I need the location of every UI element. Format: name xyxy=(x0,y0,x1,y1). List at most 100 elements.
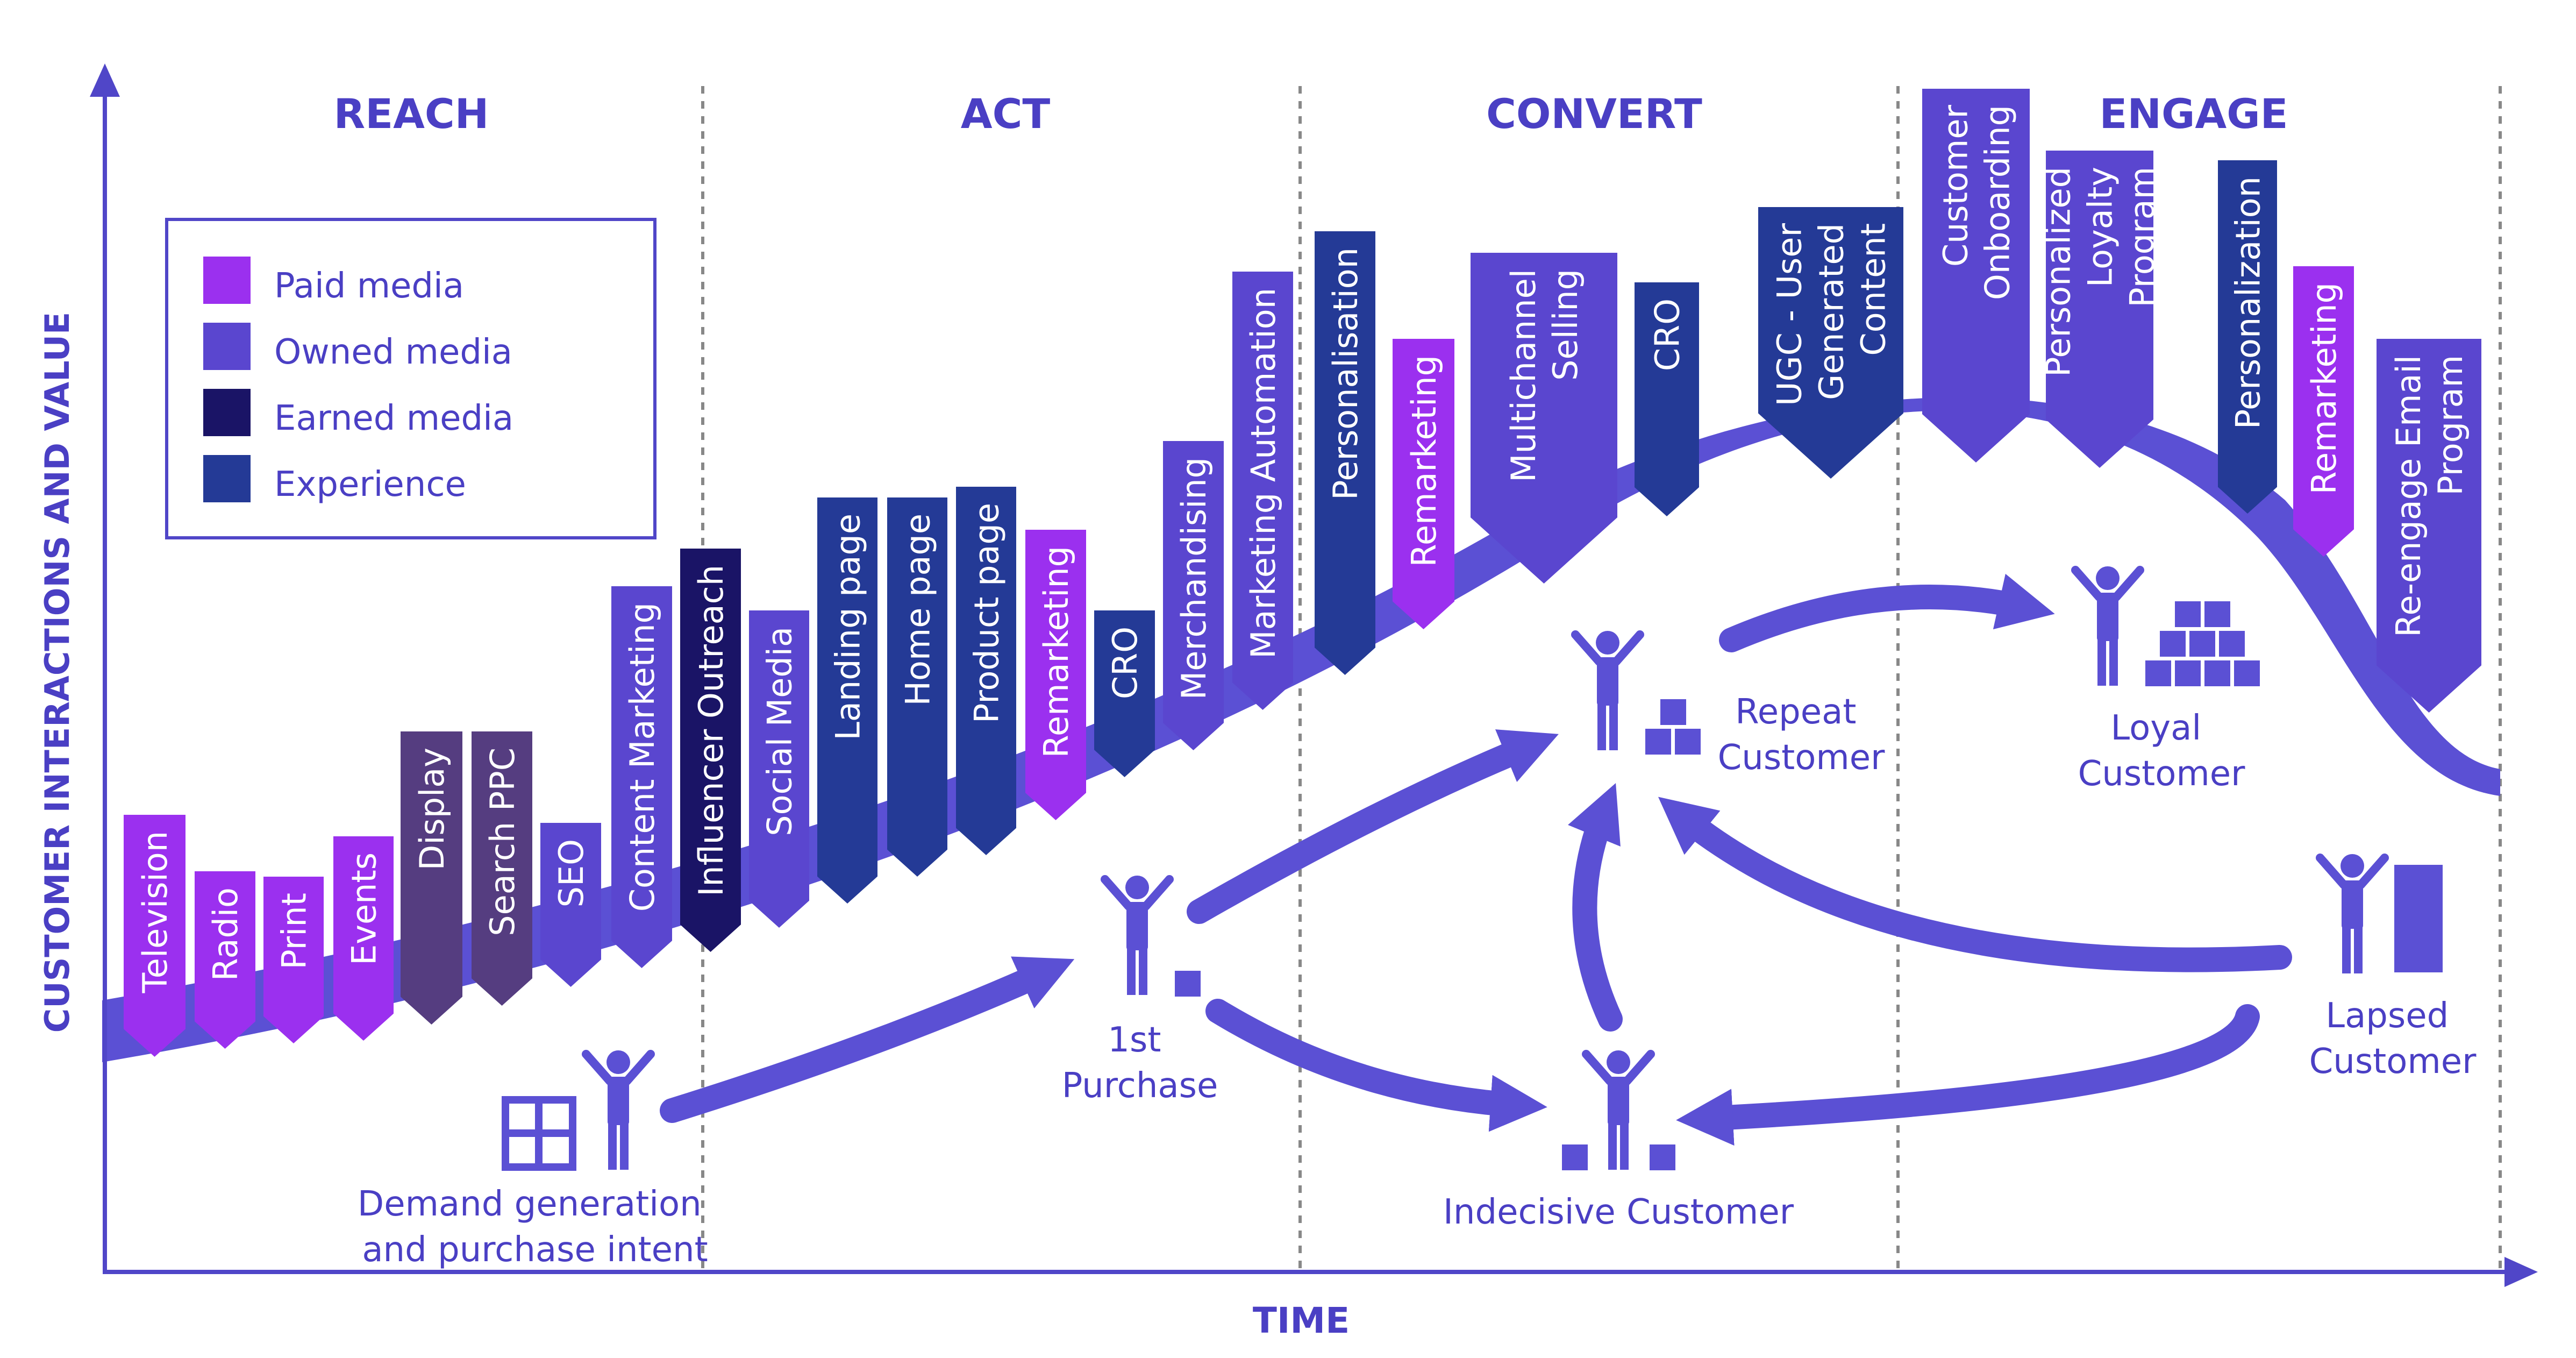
touchpoint-label-line: Home page xyxy=(898,514,937,706)
stage-title-act: ACT xyxy=(961,90,1051,138)
arrow-first-to-repeat xyxy=(1187,729,1559,924)
touchpoint-flag-shape xyxy=(540,823,601,987)
touchpoint-label-line: Landing page xyxy=(828,514,867,741)
touchpoint-label: Landing page xyxy=(828,514,867,741)
persona-demand-label: Demand generation and purchase intent xyxy=(358,1184,712,1270)
persona-repeat-line: Repeat xyxy=(1735,692,1856,732)
touchpoint-flag-shape xyxy=(2218,160,2277,514)
touchpoint-label: UGC - UserGeneratedContent xyxy=(1769,223,1893,406)
touchpoint-flag: Home page xyxy=(887,497,947,877)
flow-arrows xyxy=(660,573,2292,1146)
legend-item-earned: Earned media xyxy=(203,389,513,438)
touchpoint-label: Remarketing xyxy=(1404,355,1444,567)
persona-repeat: Repeat Customer xyxy=(1571,630,1886,778)
person-icon xyxy=(1101,875,1174,995)
persona-indecisive: Indecisive Customer xyxy=(1443,1050,1794,1232)
legend-label-experience: Experience xyxy=(274,465,466,504)
touchpoint-flag-shape xyxy=(1094,610,1155,777)
x-axis-arrowhead xyxy=(2504,1257,2538,1287)
touchpoint-flag: UGC - UserGeneratedContent xyxy=(1758,207,1903,479)
legend-swatch-owned xyxy=(203,323,251,370)
touchpoint-label-line: SEO xyxy=(552,839,591,907)
touchpoint-flag: Search PPC xyxy=(472,731,532,1006)
persona-first-line: Purchase xyxy=(1062,1066,1218,1106)
stage-title-engage: ENGAGE xyxy=(2099,90,2288,138)
legend-item-owned: Owned media xyxy=(203,323,512,372)
arrow-first-to-indecisive xyxy=(1205,999,1547,1132)
boxes-icon xyxy=(2145,601,2260,686)
touchpoint-flag-shape xyxy=(956,487,1016,855)
window-icon xyxy=(502,1096,576,1171)
touchpoint-flag-shape xyxy=(1471,253,1617,584)
touchpoint-label: CustomerOnboarding xyxy=(1936,105,2017,301)
tall-box-icon xyxy=(2394,865,2443,972)
box-icon xyxy=(1650,1144,1675,1170)
touchpoint-flag-shape xyxy=(887,497,947,877)
touchpoint-label: Radio xyxy=(206,887,245,981)
legend-item-experience: Experience xyxy=(203,455,466,504)
touchpoint-flag: Display xyxy=(401,731,462,1025)
touchpoint-label-line: Influencer Outreach xyxy=(691,565,731,897)
touchpoint-flag-shape xyxy=(472,731,532,1006)
touchpoint-label-line: Program xyxy=(2122,167,2161,308)
touchpoint-label-line: Remarketing xyxy=(1037,546,1076,758)
touchpoint-flag-shape xyxy=(1922,89,2030,463)
persona-indecisive-label: Indecisive Customer xyxy=(1443,1192,1794,1232)
legend-item-paid: Paid media xyxy=(203,257,464,306)
touchpoint-flag-shape xyxy=(1163,441,1224,750)
touchpoint-label: Television xyxy=(135,831,175,994)
touchpoint-flag: CRO xyxy=(1635,282,1699,516)
legend-swatch-paid xyxy=(203,257,251,304)
touchpoint-flag-shape xyxy=(401,731,462,1025)
touchpoint-flag: Radio xyxy=(195,871,255,1049)
touchpoint-label: Remarketing xyxy=(1037,546,1076,758)
persona-first-line: 1st xyxy=(1108,1020,1161,1060)
touchpoint-label: CRO xyxy=(1105,627,1145,699)
boxes-icon xyxy=(1645,699,1701,755)
persona-first-purchase: 1st Purchase xyxy=(1062,875,1218,1106)
touchpoint-label: Personalisation xyxy=(1326,247,1365,500)
touchpoint-label: Print xyxy=(274,893,313,970)
person-icon xyxy=(2316,854,2389,973)
touchpoint-label-line: Generated xyxy=(1811,223,1851,400)
touchpoint-flag: Marketing Automation xyxy=(1232,272,1293,710)
x-axis-label: TIME xyxy=(1253,1300,1350,1341)
touchpoint-label: Influencer Outreach xyxy=(691,565,731,897)
touchpoint-flag-shape xyxy=(2377,339,2481,713)
stage-title-convert: CONVERT xyxy=(1486,90,1702,138)
persona-first-label: 1st Purchase xyxy=(1062,1020,1218,1106)
touchpoint-flag-shape xyxy=(749,610,809,928)
touchpoint-label-line: Radio xyxy=(206,887,245,981)
touchpoint-flag: Events xyxy=(333,836,394,1041)
touchpoint-label-line: Display xyxy=(412,748,452,871)
stage-title-reach: REACH xyxy=(334,90,489,138)
touchpoint-flag-shape xyxy=(124,815,185,1057)
touchpoint-label-line: Events xyxy=(344,852,383,965)
touchpoint-label-line: CRO xyxy=(1105,627,1145,699)
persona-loyal-line: Loyal xyxy=(2111,708,2202,748)
touchpoint-label: Search PPC xyxy=(483,748,522,936)
touchpoint-flag: MultichannelSelling xyxy=(1471,253,1617,584)
touchpoint-label-line: Onboarding xyxy=(1978,105,2017,300)
touchpoint-label: Social Media xyxy=(760,627,799,836)
legend-swatch-earned xyxy=(203,389,251,436)
y-axis-label: CUSTOMER INTERACTIONS AND VALUE xyxy=(38,312,77,1033)
touchpoint-label-line: Personalisation xyxy=(1326,247,1365,500)
touchpoint-label-line: Television xyxy=(135,831,175,994)
touchpoint-flag-shape xyxy=(611,586,672,968)
touchpoint-label: MultichannelSelling xyxy=(1504,269,1585,482)
personas: Demand generation and purchase intent 1s… xyxy=(358,566,2477,1270)
axes: CUSTOMER INTERACTIONS AND VALUE TIME xyxy=(38,63,2538,1341)
person-icon xyxy=(1582,1050,1655,1170)
touchpoint-flags: Television Radio Print Events Display Search … xyxy=(124,89,2481,1057)
touchpoint-label: Personalization xyxy=(2228,176,2267,429)
persona-repeat-line: Customer xyxy=(1718,738,1886,778)
arrow-repeat-to-loyal xyxy=(1719,573,2055,652)
touchpoint-flag: Social Media xyxy=(749,610,809,928)
touchpoint-flag-shape xyxy=(263,877,324,1043)
touchpoint-flag: Content Marketing xyxy=(611,586,672,968)
touchpoint-flag: CRO xyxy=(1094,610,1155,777)
legend-swatch-experience xyxy=(203,455,251,502)
touchpoint-flag-shape xyxy=(2293,266,2354,557)
